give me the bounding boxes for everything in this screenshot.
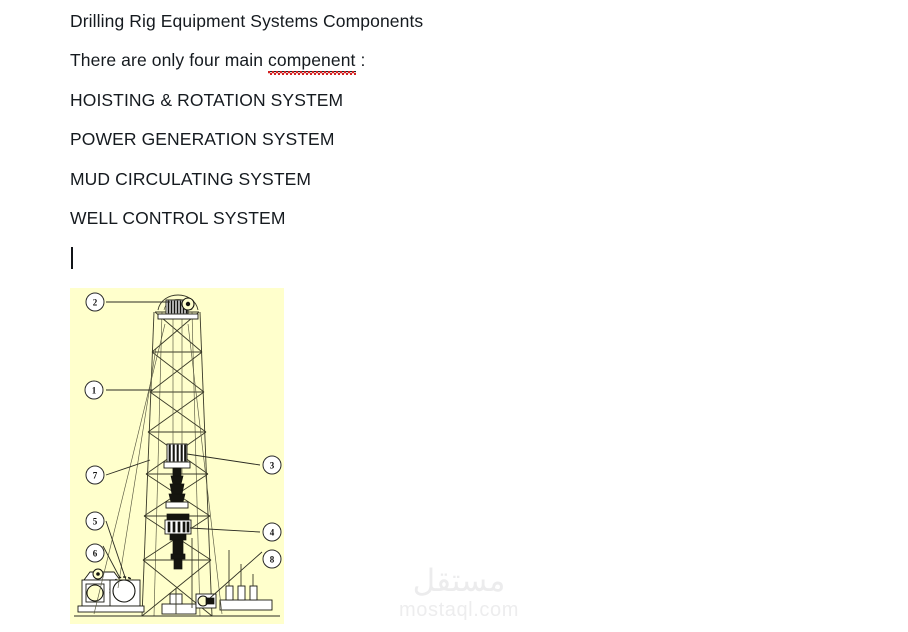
watermark-latin-text: mostaql.com [399, 599, 519, 621]
callout-7: 7 [85, 465, 105, 485]
callout-3: 3 [262, 455, 282, 475]
callout-leader-lines [102, 301, 263, 599]
callout-2: 2 [85, 292, 105, 312]
crown-block [157, 297, 199, 320]
callout-bubbles: 2 1 7 5 6 [84, 292, 282, 569]
watermark: مستقل mostaql.com [385, 562, 533, 624]
callout-1: 1 [84, 380, 104, 400]
document-line-system-3: MUD CIRCULATING SYSTEM [70, 169, 312, 189]
svg-text:2: 2 [93, 298, 98, 308]
intro-prefix-text: There are only four main [70, 50, 269, 70]
drawworks [77, 568, 145, 613]
rig-floor [74, 588, 280, 617]
document-line-system-4: WELL CONTROL SYSTEM [70, 208, 286, 228]
hook-assembly [165, 467, 189, 509]
svg-text:3: 3 [270, 461, 275, 471]
document-line-system-1: HOISTING & ROTATION SYSTEM [70, 90, 344, 110]
traveling-block [163, 443, 191, 469]
svg-text:6: 6 [93, 549, 98, 559]
intro-suffix-text: : [355, 50, 366, 70]
drilling-rig-figure[interactable]: 2 1 7 5 6 [70, 288, 284, 624]
guy-lines [93, 323, 223, 615]
document-line-system-2: POWER GENERATION SYSTEM [70, 129, 335, 149]
svg-text:8: 8 [270, 555, 275, 565]
callout-5: 5 [85, 511, 105, 531]
callout-8: 8 [262, 549, 282, 569]
misspelled-word[interactable]: compenent [268, 50, 356, 72]
swivel-kelly-assembly [164, 513, 192, 570]
watermark-arabic-text: مستقل [412, 563, 506, 599]
document-line-title: Drilling Rig Equipment Systems Component… [70, 11, 424, 31]
callout-6: 6 [85, 543, 105, 563]
mud-pump-and-tanks [191, 538, 273, 611]
text-caret [71, 247, 73, 269]
document-line-intro: There are only four main compenent : [70, 50, 366, 72]
svg-text:1: 1 [92, 386, 97, 396]
svg-text:4: 4 [270, 528, 275, 538]
svg-text:5: 5 [93, 517, 98, 527]
svg-text:7: 7 [93, 471, 98, 481]
callout-4: 4 [262, 522, 282, 542]
